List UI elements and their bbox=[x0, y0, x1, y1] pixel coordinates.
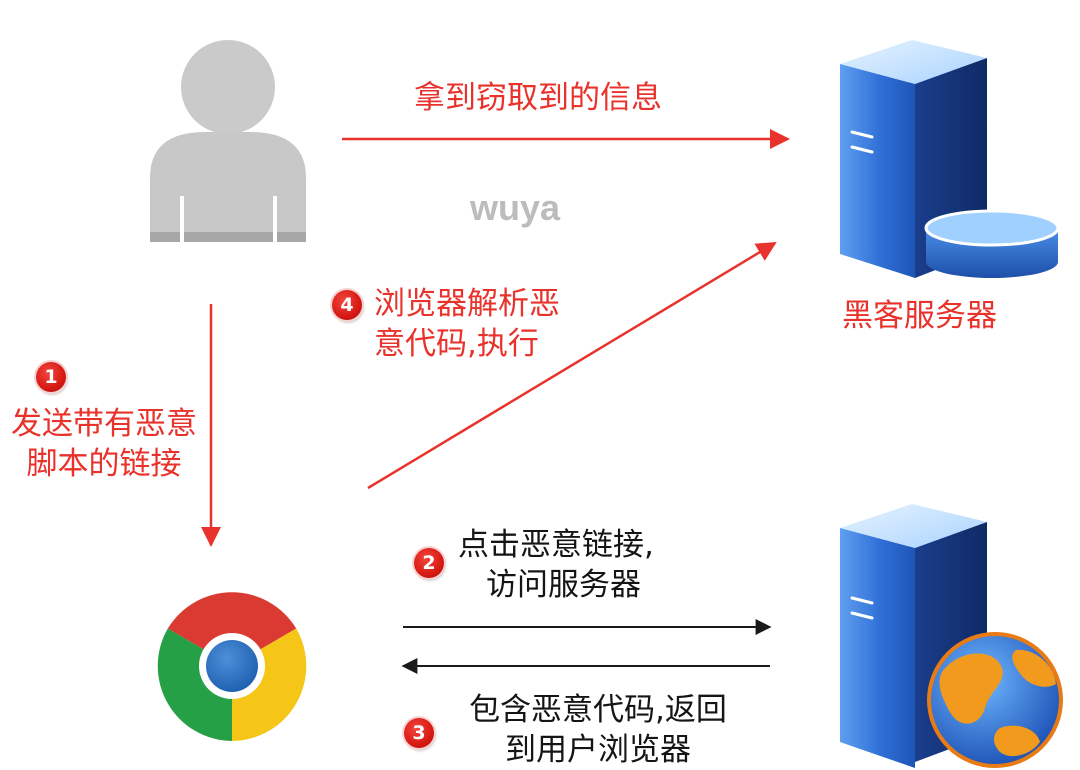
step-2-line-2: 访问服务器 bbox=[486, 567, 641, 603]
step-4-line-2: 意代码,执行 bbox=[374, 326, 539, 362]
web-server-globe-icon bbox=[840, 504, 1063, 768]
step-1-line-1: 发送带有恶意 bbox=[11, 406, 197, 442]
step-3-line-2: 到用户浏览器 bbox=[505, 732, 691, 768]
step-4-line-1: 浏览器解析恶 bbox=[374, 286, 560, 322]
arrow-step4-browser-to-hacker bbox=[367, 241, 777, 490]
hacker-server-label: 黑客服务器 bbox=[842, 298, 997, 334]
step-2-line-1: 点击恶意链接, bbox=[458, 527, 654, 563]
stolen-info-label: 拿到窃取到的信息 bbox=[414, 80, 662, 116]
step-3-line-1: 包含恶意代码,返回 bbox=[469, 692, 727, 728]
step-1-label: 发送带有恶意 脚本的链接 bbox=[4, 404, 204, 484]
step-4-badge: 4 bbox=[332, 290, 362, 320]
database-server-icon bbox=[840, 40, 1060, 278]
step-2-badge: 2 bbox=[414, 548, 444, 578]
step-3-badge: 3 bbox=[404, 718, 434, 748]
step-1-badge: 1 bbox=[36, 362, 66, 392]
step-4-label: 浏览器解析恶 意代码,执行 bbox=[374, 284, 560, 364]
chrome-browser-icon bbox=[157, 592, 307, 741]
watermark-text: wuya bbox=[470, 187, 561, 228]
step-2-label: 点击恶意链接, 访问服务器 bbox=[458, 525, 654, 605]
user-icon bbox=[150, 40, 306, 242]
step-3-label: 包含恶意代码,返回 到用户浏览器 bbox=[428, 690, 768, 770]
step-1-line-2: 脚本的链接 bbox=[26, 446, 182, 482]
